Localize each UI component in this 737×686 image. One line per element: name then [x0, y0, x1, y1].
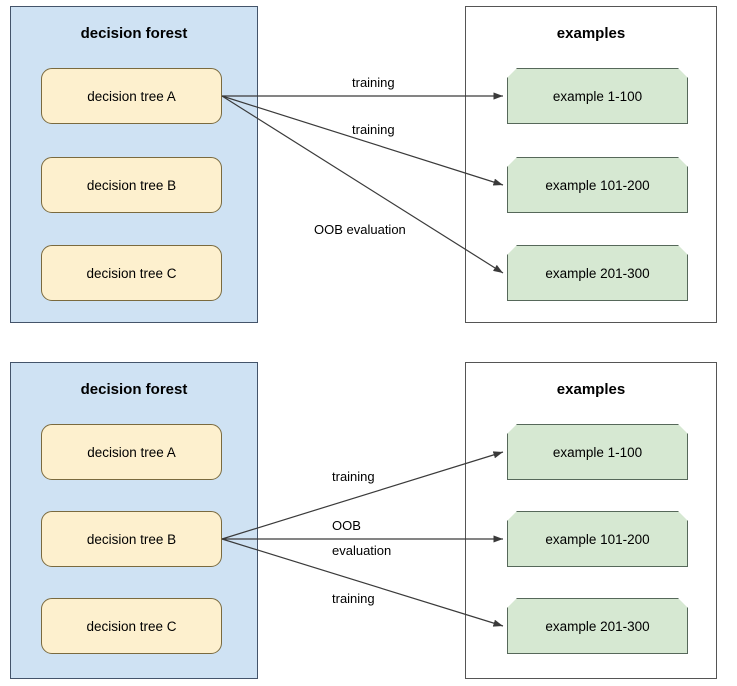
node-example-101-200-bottom[interactable]: example 101-200 — [507, 511, 688, 567]
edge-tree-a-to-example-101-200 — [221, 95, 504, 186]
diagram-top: decision forest decision tree A decision… — [10, 6, 717, 323]
diagram-bottom: decision forest decision tree A decision… — [0, 343, 737, 685]
node-decision-tree-a-top[interactable]: decision tree A — [41, 68, 222, 124]
node-example-201-300-top[interactable]: example 201-300 — [507, 245, 688, 301]
edge-label-training-1-top: training — [352, 75, 395, 90]
node-decision-tree-b-top[interactable]: decision tree B — [41, 157, 222, 213]
node-decision-tree-a-bottom[interactable]: decision tree A — [41, 424, 222, 480]
node-decision-tree-b-bottom[interactable]: decision tree B — [41, 511, 222, 567]
node-decision-tree-c-top[interactable]: decision tree C — [41, 245, 222, 301]
forest-panel-title: decision forest — [80, 25, 188, 42]
node-example-1-100-top[interactable]: example 1-100 — [507, 68, 688, 124]
node-example-201-300-bottom[interactable]: example 201-300 — [507, 598, 688, 654]
edge-label-oob-bottom: OOB — [332, 518, 361, 533]
node-example-1-100-bottom-wrap: example 1-100 — [507, 424, 688, 480]
node-example-201-300-top-wrap: example 201-300 — [507, 245, 688, 301]
forest-panel-title: decision forest — [80, 381, 188, 398]
node-example-201-300-bottom-wrap: example 201-300 — [507, 598, 688, 654]
edge-label-evaluation-bottom: evaluation — [332, 543, 392, 558]
node-example-101-200-top-wrap: example 101-200 — [507, 157, 688, 213]
node-example-1-100-top-wrap: example 1-100 — [507, 68, 688, 124]
examples-panel-title: examples — [556, 25, 626, 42]
node-example-1-100-bottom[interactable]: example 1-100 — [507, 424, 688, 480]
node-example-101-200-bottom-wrap: example 101-200 — [507, 511, 688, 567]
node-decision-tree-c-bottom[interactable]: decision tree C — [41, 598, 222, 654]
edge-label-oob-evaluation-top: OOB evaluation — [314, 222, 406, 237]
edge-label-training-2-bottom: training — [332, 591, 375, 606]
edge-label-training-1-bottom: training — [332, 469, 375, 484]
examples-panel-title: examples — [556, 381, 626, 398]
edge-tree-b-to-example-1-100 — [221, 451, 504, 540]
node-example-101-200-top[interactable]: example 101-200 — [507, 157, 688, 213]
edge-label-training-2-top: training — [352, 122, 395, 137]
